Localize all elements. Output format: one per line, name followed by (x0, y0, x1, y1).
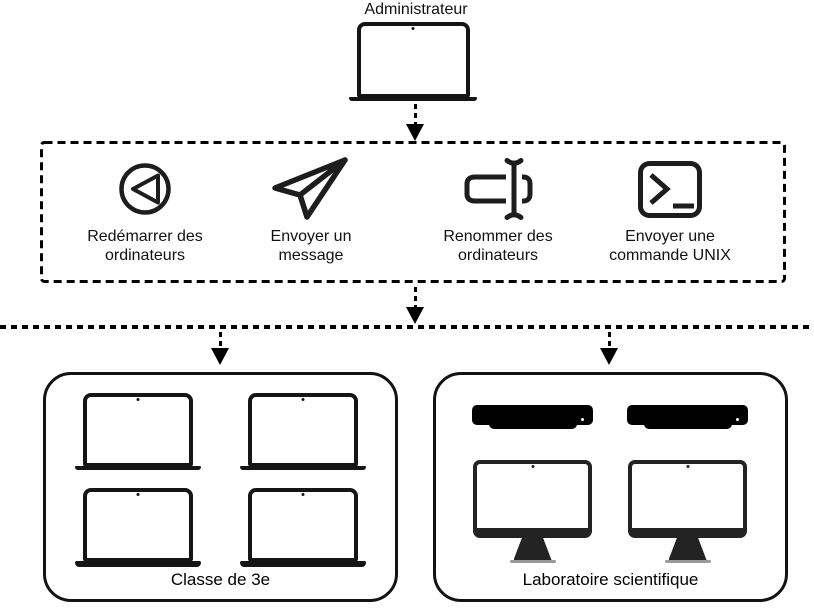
arrow-dash-line (413, 104, 417, 124)
laptop-camera-dot (411, 27, 415, 30)
action-label-line1: Renommer des (443, 228, 553, 245)
laptop-screen (248, 488, 358, 562)
laptop-screen (356, 22, 470, 98)
mac-mini-icon (627, 405, 748, 429)
mac-mini-body (472, 405, 593, 425)
action-label: Renommer des ordinateurs (406, 227, 590, 265)
action-label-line2: commande UNIX (609, 247, 731, 264)
terminal-icon-svg (638, 160, 702, 218)
dashed-arrow-admin-to-actions (406, 104, 424, 141)
dashed-arrow-actions-to-network (406, 287, 424, 324)
monitor-frame (628, 460, 747, 538)
laptop-camera-dot (301, 493, 305, 496)
arrow-head-icon (211, 348, 229, 365)
monitor-base (664, 560, 711, 563)
arrow-head-icon (600, 348, 618, 365)
dashed-arrow-to-lab (600, 332, 618, 365)
action-send-unix-command: Envoyer une commande UNIX (578, 155, 762, 265)
restart-icon (53, 155, 237, 223)
paper-plane-icon-svg (272, 157, 348, 220)
laptop-screen (248, 393, 358, 467)
group-box-classroom: Classe de 3e (43, 372, 398, 602)
arrow-dash-line (413, 287, 417, 307)
desktop-monitor-icon (628, 460, 747, 563)
laptop-base (240, 466, 366, 470)
action-rename-computers: Renommer des ordinateurs (406, 155, 590, 265)
group-label-science-lab: Laboratoire scientifique (522, 570, 699, 589)
monitor-camera-dot (686, 465, 689, 468)
laptop-screen (83, 488, 193, 562)
arrow-dash-line (218, 332, 222, 348)
terminal-icon (578, 155, 762, 223)
action-label: Envoyer un message (219, 227, 403, 265)
dashed-arrow-to-classroom (211, 332, 229, 365)
action-label-line2: ordinateurs (104, 247, 186, 264)
laptop-icon (240, 393, 366, 470)
arrow-dash-line (607, 332, 611, 348)
dashed-box-border (40, 141, 786, 283)
mac-mini-body (627, 405, 748, 425)
admin-laptop-icon (349, 22, 477, 101)
plane-fold-line (297, 157, 348, 198)
action-label-line2: message (278, 247, 344, 264)
laptop-base (75, 561, 201, 567)
laptop-icon (240, 488, 366, 567)
rename-icon-svg (464, 158, 533, 220)
action-label-line1: Envoyer un (270, 228, 352, 245)
restart-circle (119, 163, 171, 215)
text-cursor-top-flare (504, 158, 524, 166)
laptop-camera-dot (136, 398, 140, 401)
action-label-line1: Envoyer une (625, 228, 715, 245)
rename-field-cursor-icon (406, 155, 590, 223)
network-dotted-line (0, 325, 814, 329)
mac-mini-icon (472, 405, 593, 429)
laptop-base (349, 97, 477, 101)
terminal-chevron (649, 172, 671, 205)
terminal-frame (638, 160, 702, 218)
laptop-icon (75, 393, 201, 470)
laptop-camera-dot (136, 493, 140, 496)
laptop-screen (83, 393, 193, 467)
paper-plane-icon (219, 155, 403, 223)
action-restart-computers: Redémarrer des ordinateurs (53, 155, 237, 265)
actions-dashed-box (40, 141, 786, 283)
admin-label: Administrateur (364, 1, 468, 18)
monitor-camera-dot (531, 465, 534, 468)
arrow-head-icon (406, 307, 424, 324)
group-box-science-lab: Laboratoire scientifique (433, 372, 788, 602)
field-right-part (522, 174, 533, 204)
mac-mini-foot (643, 424, 732, 429)
action-label: Redémarrer des ordinateurs (53, 227, 237, 265)
mac-mini-foot (488, 424, 577, 429)
laptop-camera-dot (301, 398, 305, 401)
laptop-base (75, 466, 201, 470)
desktop-monitor-icon (473, 460, 592, 563)
restart-icon-svg (119, 163, 171, 215)
arrow-head-icon (406, 124, 424, 141)
restart-triangle (131, 173, 160, 205)
monitor-frame (473, 460, 592, 538)
action-send-message: Envoyer un message (219, 155, 403, 265)
text-cursor-bottom-flare (504, 212, 524, 220)
monitor-stand (513, 538, 552, 560)
laptop-base (240, 561, 366, 567)
action-label-line1: Redémarrer des (87, 228, 203, 245)
field-left-part (464, 174, 506, 204)
monitor-base (509, 560, 556, 563)
monitor-stand (668, 538, 707, 560)
action-label-line2: ordinateurs (457, 247, 539, 264)
power-light-dot (581, 418, 584, 421)
laptop-icon (75, 488, 201, 567)
action-label: Envoyer une commande UNIX (578, 227, 762, 265)
power-light-dot (736, 418, 739, 421)
group-label-classroom: Classe de 3e (170, 570, 271, 589)
